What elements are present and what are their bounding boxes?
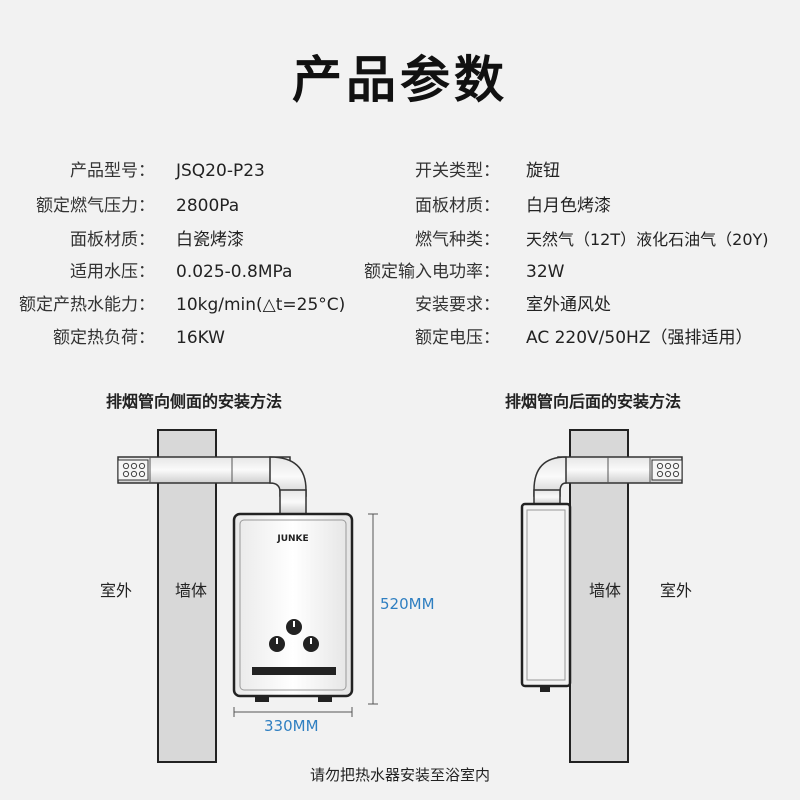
spec-key: 开关类型： (415, 161, 500, 181)
spec-key: 适用水压： (70, 262, 155, 282)
page-title: 产品参数 (292, 51, 508, 109)
outdoor-label-right: 室外 (660, 581, 693, 600)
spec-value: JSQ20-P23 (176, 161, 265, 181)
water-heater-left (232, 512, 354, 698)
right-diagram (520, 429, 683, 763)
spec-value: 白瓷烤漆 (176, 230, 244, 250)
width-dimension: 330MM (264, 717, 319, 735)
spec-value: AC 220V/50HZ（强排适用） (526, 328, 753, 348)
spec-value: 2800Pa (176, 196, 240, 216)
spec-key: 安装要求： (415, 295, 500, 315)
wall-label: 墙体 (175, 581, 208, 600)
spec-value: 0.025-0.8MPa (176, 262, 293, 282)
footer-warning: 请勿把热水器安装至浴室内 (309, 766, 490, 784)
spec-key: 额定产热水能力： (19, 295, 155, 315)
left-diagram (117, 429, 378, 763)
spec-key: 产品型号： (70, 161, 155, 181)
wall-label-right: 墙体 (589, 581, 622, 600)
spec-value: 10kg/min(△t=25°C) (176, 295, 346, 315)
spec-value: 旋钮 (526, 161, 560, 181)
wall-left (157, 429, 217, 763)
spec-key: 燃气种类： (415, 230, 500, 250)
spec-key: 面板材质： (415, 196, 500, 216)
spec-value: 32W (526, 262, 565, 282)
spec-key: 额定输入电功率： (364, 262, 500, 282)
spec-key: 额定燃气压力： (36, 196, 155, 216)
water-heater-side (520, 502, 572, 688)
spec-value: 16KW (176, 328, 225, 348)
diagram-left-title: 排烟管向侧面的安装方法 (106, 392, 283, 411)
spec-key: 额定热负荷： (53, 328, 155, 348)
vent-grille-icon (651, 459, 683, 481)
knob-icon (269, 619, 319, 652)
spec-value: 天然气（12T）液化石油气（20Y) (526, 230, 769, 249)
spec-key: 额定电压： (415, 328, 500, 348)
spec-value: 室外通风处 (526, 295, 611, 315)
heater-bottom-bar (252, 667, 336, 675)
wall-right (569, 429, 629, 763)
brand-logo: JUNKE (277, 534, 309, 544)
spec-value: 白月色烤漆 (526, 196, 611, 216)
outdoor-label: 室外 (100, 581, 133, 600)
vent-grille-icon (117, 459, 149, 481)
height-dimension: 520MM (380, 595, 435, 613)
spec-key: 面板材质： (70, 230, 155, 250)
diagram-right-title: 排烟管向后面的安装方法 (505, 392, 682, 411)
flue-pipe-vertical (279, 489, 307, 515)
